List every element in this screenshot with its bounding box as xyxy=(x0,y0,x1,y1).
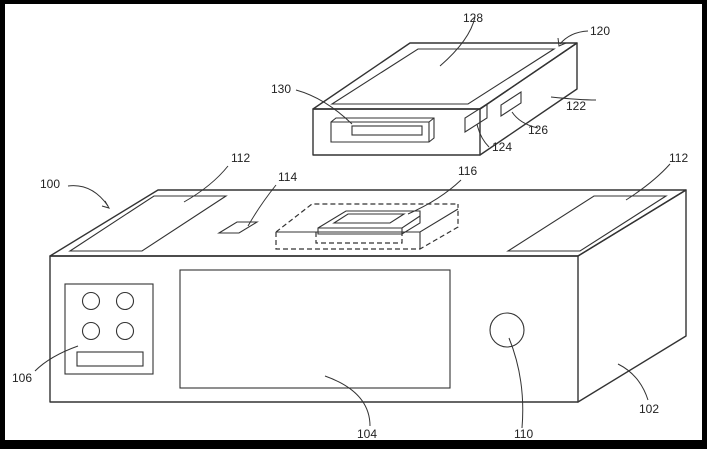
leader-120 xyxy=(559,30,589,45)
portable-device xyxy=(312,42,578,156)
leader-114 xyxy=(247,184,277,227)
dock-connector-port xyxy=(332,213,406,224)
label-112-right: 112 xyxy=(669,151,688,165)
label-110: 110 xyxy=(514,427,533,441)
control-panel xyxy=(64,283,154,375)
label-124: 124 xyxy=(492,140,512,154)
leader-lines xyxy=(34,16,671,429)
device-connector-pins xyxy=(351,125,423,136)
control-button-4 xyxy=(115,321,135,341)
device-port-126 xyxy=(500,90,522,118)
device-side-face xyxy=(479,42,578,156)
control-button-1 xyxy=(81,291,101,311)
device-screen xyxy=(330,48,556,105)
inset-panel-left xyxy=(68,195,228,252)
arrowhead-120 xyxy=(557,37,567,47)
main-display xyxy=(179,269,451,389)
leader-128 xyxy=(439,16,476,67)
label-112-left: 112 xyxy=(231,151,250,165)
label-100: 100 xyxy=(40,177,60,191)
leader-116 xyxy=(407,179,462,215)
base-front-face xyxy=(49,255,579,403)
label-130: 130 xyxy=(271,82,291,96)
leader-124 xyxy=(476,123,490,148)
label-104: 104 xyxy=(357,427,377,441)
leader-122 xyxy=(550,96,597,101)
device-connector-edges xyxy=(331,117,435,142)
control-knob xyxy=(489,312,525,348)
label-122: 122 xyxy=(566,99,586,113)
connector-slot xyxy=(217,221,259,234)
leader-110 xyxy=(508,337,524,429)
reference-numerals: 100 112 112 114 116 120 128 130 122 124 … xyxy=(12,11,688,441)
label-114: 114 xyxy=(278,170,297,184)
leader-126 xyxy=(511,111,539,129)
control-button-2 xyxy=(115,291,135,311)
device-port-124 xyxy=(464,102,488,134)
leader-102 xyxy=(617,363,649,401)
base-station xyxy=(49,189,687,403)
paper-background xyxy=(5,4,702,440)
arrowhead-100 xyxy=(101,200,111,209)
leader-106 xyxy=(34,345,79,372)
label-120: 120 xyxy=(590,24,610,38)
leader-130 xyxy=(295,89,353,125)
leader-112b xyxy=(625,163,671,201)
device-front-face xyxy=(312,108,481,156)
leader-112a xyxy=(183,165,229,203)
control-button-3 xyxy=(81,321,101,341)
control-panel-display xyxy=(76,351,144,367)
leader-104 xyxy=(324,375,371,427)
label-116: 116 xyxy=(458,164,477,178)
dock-connector xyxy=(317,210,421,235)
label-102: 102 xyxy=(639,402,659,416)
inset-panel-right xyxy=(506,195,668,252)
label-128: 128 xyxy=(463,11,483,25)
label-106: 106 xyxy=(12,371,32,385)
base-right-face xyxy=(577,189,687,403)
label-126: 126 xyxy=(528,123,548,137)
